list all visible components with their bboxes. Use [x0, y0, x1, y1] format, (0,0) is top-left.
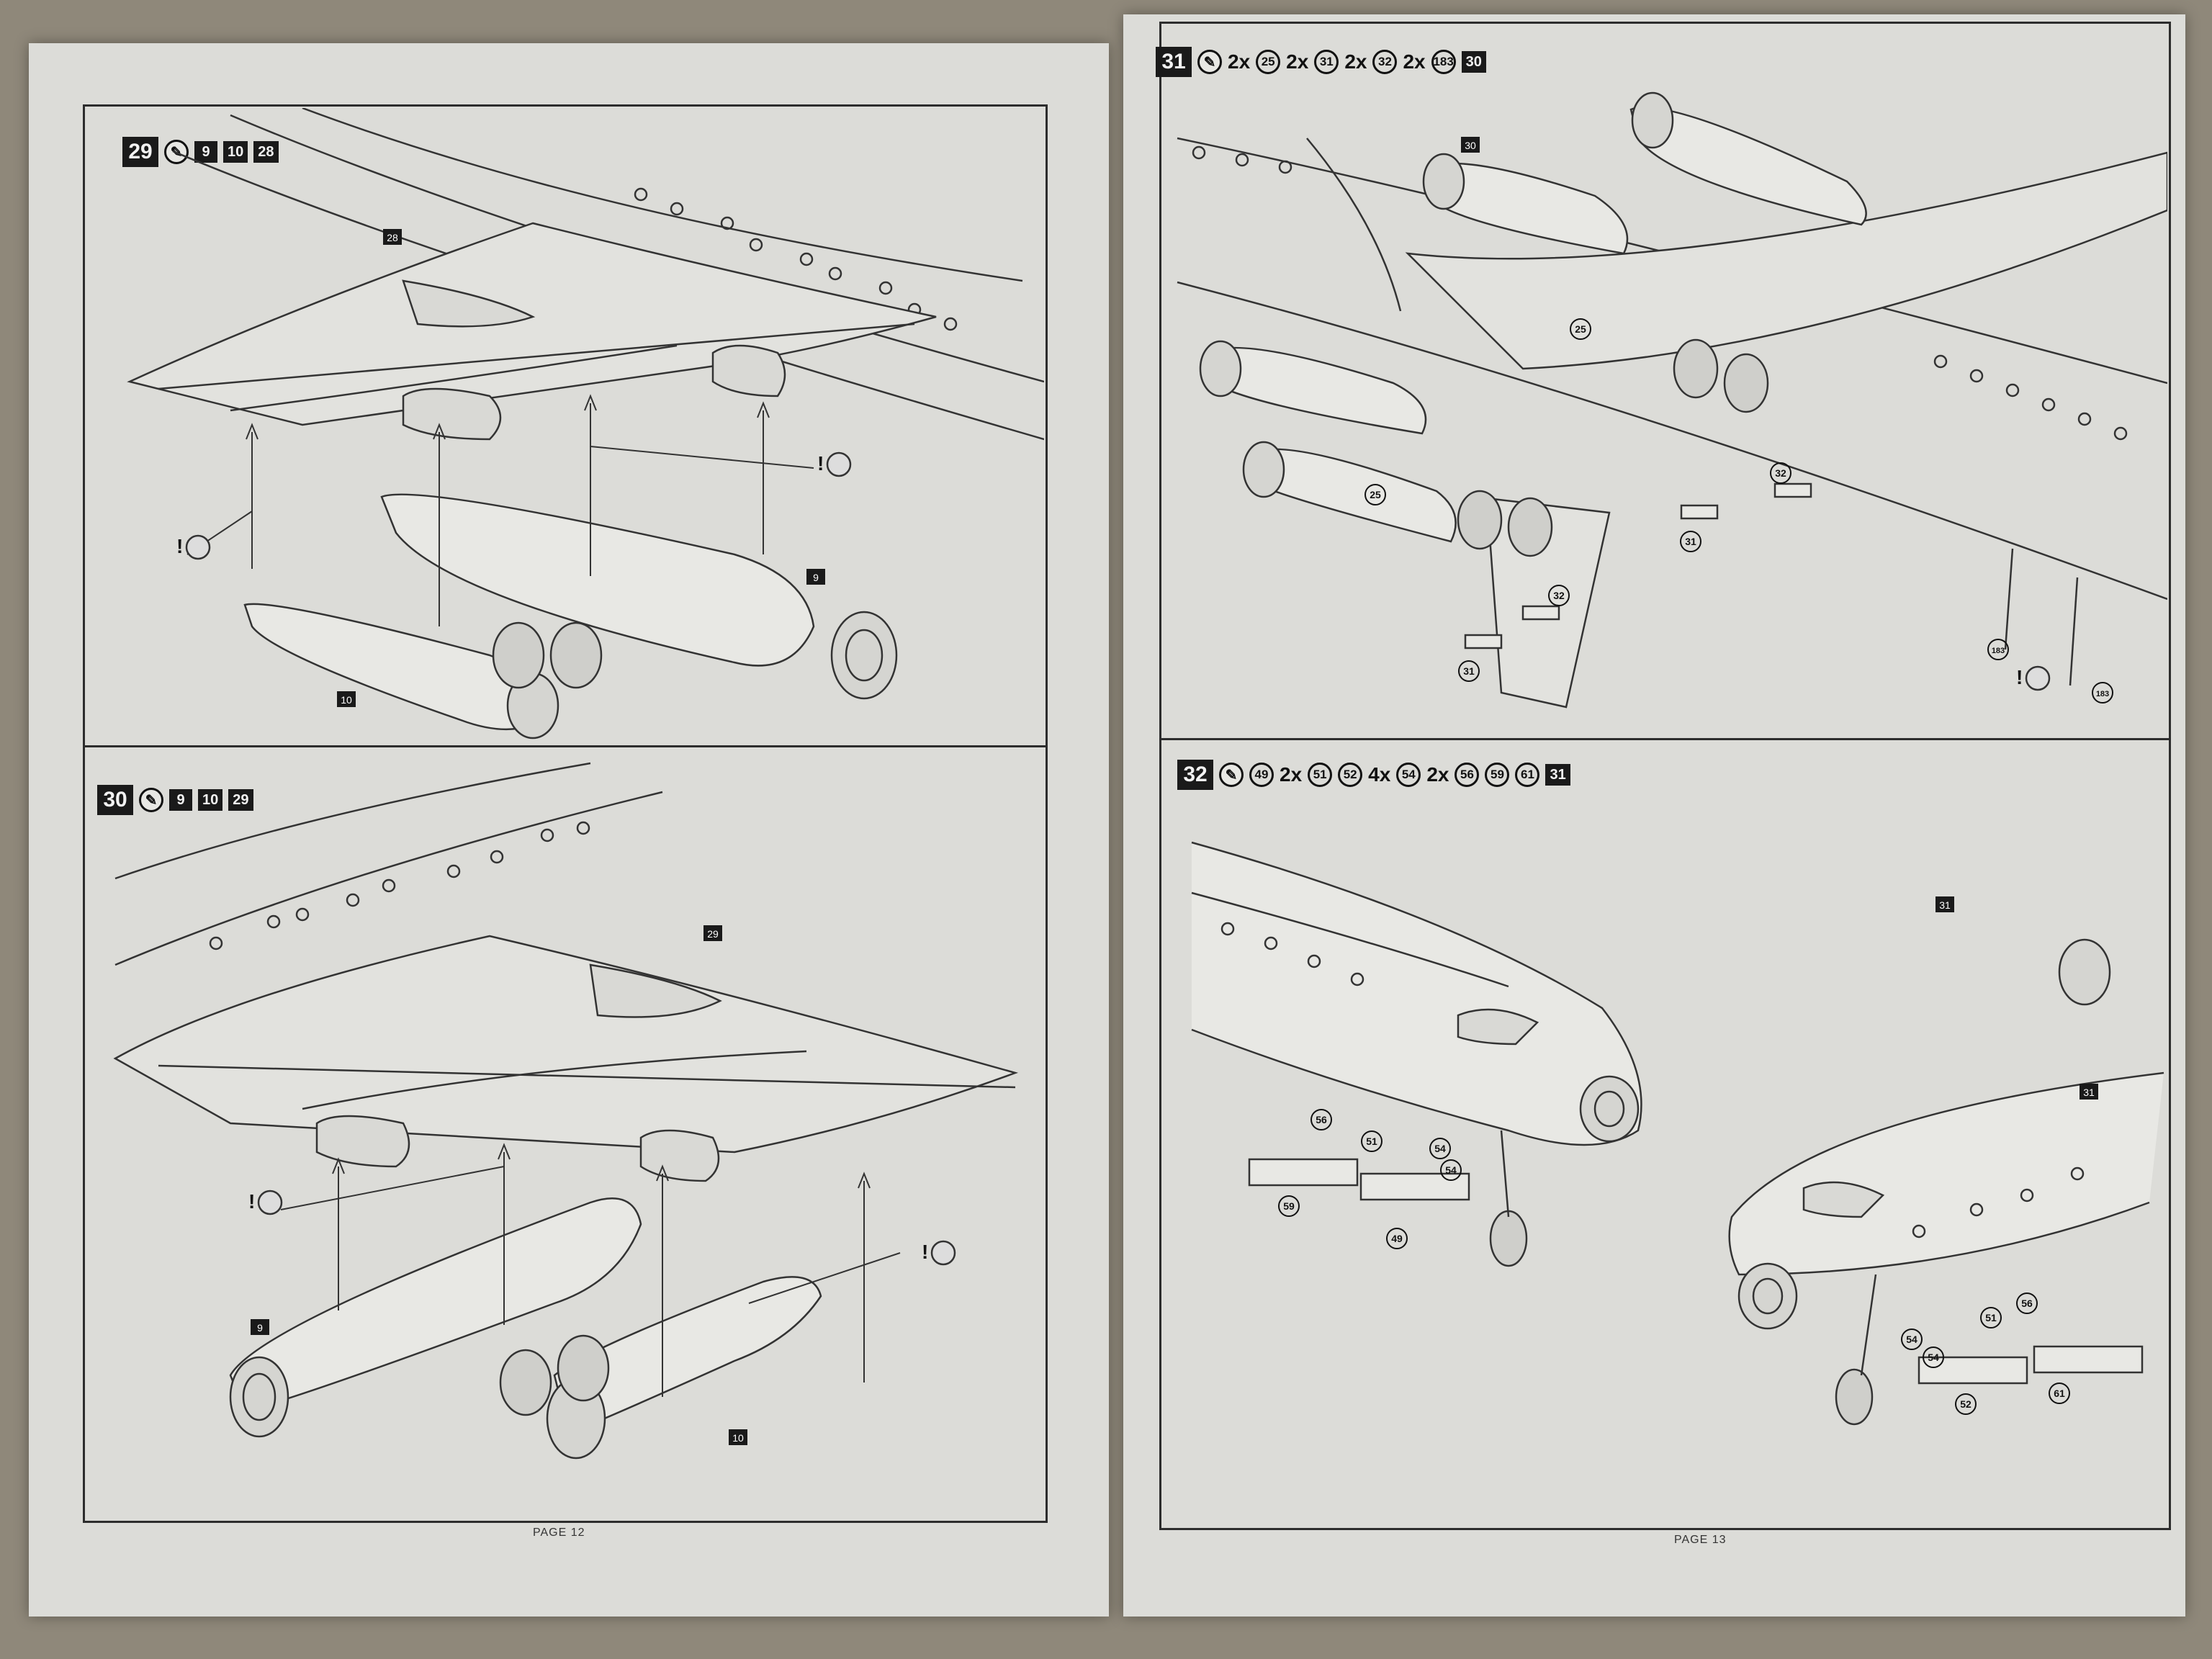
part-label: 51 — [1985, 1312, 1997, 1323]
part-label: 52 — [1960, 1398, 1972, 1410]
part-label: 61 — [2054, 1388, 2065, 1399]
part-number: 52 — [1338, 763, 1363, 787]
part-label: 54 — [1928, 1352, 1939, 1363]
right-divider — [1161, 738, 2169, 740]
window-row — [1220, 922, 1364, 986]
svg-text:!: ! — [817, 452, 824, 475]
label-nacelle: 10 — [341, 694, 352, 706]
step-number: 30 — [97, 785, 133, 815]
quantity: 2x — [1403, 50, 1426, 73]
page-footer-right: PAGE 13 — [1674, 1534, 1727, 1546]
warning-glue-icon: ! — [248, 1190, 283, 1215]
step-number: 32 — [1177, 760, 1213, 790]
part-number: 25 — [1256, 50, 1281, 74]
part-label: 31 — [1685, 536, 1696, 547]
part-number: 54 — [1396, 763, 1421, 787]
label-assembly: 30 — [1465, 140, 1476, 151]
step-31-header: 31 ✎ 2x 25 2x 31 2x 32 2x 183 30 — [1156, 47, 1486, 77]
part-number: 31 — [1314, 50, 1339, 74]
part-label: 51 — [1366, 1136, 1377, 1147]
label-nacelle: 10 — [732, 1432, 744, 1444]
part-label: 54 — [1445, 1164, 1457, 1176]
quantity: 2x — [1228, 50, 1251, 73]
step-31-drawing: ! 30 25 25 31 31 32 32 183 183 — [1177, 91, 2167, 709]
window-row — [1192, 145, 2128, 441]
label-nacelle: 9 — [257, 1322, 263, 1334]
ref-part: 9 — [169, 789, 192, 811]
part-label: 56 — [1316, 1114, 1327, 1125]
warning-glue-icon: ! — [2016, 665, 2051, 691]
quantity: 2x — [1280, 763, 1303, 786]
step-30-header: 30 ✎ 9 10 29 — [97, 785, 253, 815]
svg-text:!: ! — [2016, 666, 2023, 688]
part-number: 56 — [1455, 763, 1480, 787]
part-label: 49 — [1391, 1233, 1403, 1244]
warning-glue-icon: ! — [176, 534, 211, 560]
part-number: 32 — [1372, 50, 1398, 74]
part-label: 56 — [2021, 1298, 2033, 1309]
label-assembly: 31 — [1939, 899, 1951, 911]
part-label: 59 — [1283, 1200, 1295, 1212]
quantity: 2x — [1426, 763, 1449, 786]
ref-part: 30 — [1461, 51, 1486, 73]
step-32-drawing: 31 31 56 51 54 54 59 49 54 54 51 56 52 6… — [1191, 841, 2164, 1426]
part-label: 183 — [2096, 690, 2109, 698]
ref-part: 9 — [194, 141, 217, 163]
ref-part: 31 — [1545, 764, 1570, 786]
quantity: 2x — [1344, 50, 1367, 73]
page-footer-left: PAGE 12 — [533, 1527, 585, 1539]
label-nacelle: 9 — [813, 572, 819, 583]
step-29-header: 29 ✎ 9 10 28 — [122, 137, 279, 167]
glue-icon: ✎ — [1219, 763, 1244, 787]
svg-text:!: ! — [176, 535, 183, 557]
part-label: 25 — [1575, 323, 1586, 335]
window-row — [634, 187, 958, 331]
step-30-drawing: ! ! 29 9 10 — [113, 762, 1019, 1460]
part-label: 25 — [1370, 489, 1381, 500]
part-label: 183 — [1992, 647, 2005, 655]
label-assembly: 31 — [2083, 1087, 2095, 1098]
part-number: 183 — [1431, 50, 1456, 74]
part-number: 61 — [1515, 763, 1540, 787]
glue-icon: ✎ — [139, 788, 163, 812]
svg-text:!: ! — [248, 1190, 255, 1213]
step-number: 31 — [1156, 47, 1192, 77]
part-number: 51 — [1308, 763, 1333, 787]
ref-part: 28 — [253, 141, 279, 163]
step-32-header: 32 ✎ 49 2x 51 52 4x 54 2x 56 59 61 31 — [1177, 760, 1570, 790]
label-wing: 28 — [387, 232, 398, 243]
right-page-frame — [1159, 22, 2171, 1530]
part-label: 32 — [1553, 590, 1565, 601]
glue-icon: ✎ — [1197, 50, 1222, 74]
warning-glue-icon: ! — [922, 1240, 956, 1266]
window-row — [209, 821, 590, 950]
left-divider — [85, 745, 1046, 747]
warning-glue-icon: ! — [817, 451, 852, 477]
step-29-drawing: ! ! 28 9 10 — [127, 108, 1044, 739]
part-label: 54 — [1434, 1143, 1446, 1154]
part-label: 32 — [1775, 467, 1786, 479]
part-number: 59 — [1485, 763, 1510, 787]
part-label: 31 — [1463, 665, 1475, 677]
ref-part: 10 — [223, 141, 248, 163]
label-wing: 29 — [707, 928, 719, 940]
part-label: 54 — [1906, 1334, 1917, 1345]
quantity: 2x — [1286, 50, 1309, 73]
ref-part: 10 — [198, 789, 223, 811]
svg-text:!: ! — [922, 1241, 928, 1263]
step-number: 29 — [122, 137, 158, 167]
part-number: 49 — [1249, 763, 1274, 787]
window-row — [1912, 1166, 2085, 1238]
ref-part: 29 — [228, 789, 253, 811]
quantity: 4x — [1368, 763, 1391, 786]
left-page-frame — [83, 104, 1048, 1523]
